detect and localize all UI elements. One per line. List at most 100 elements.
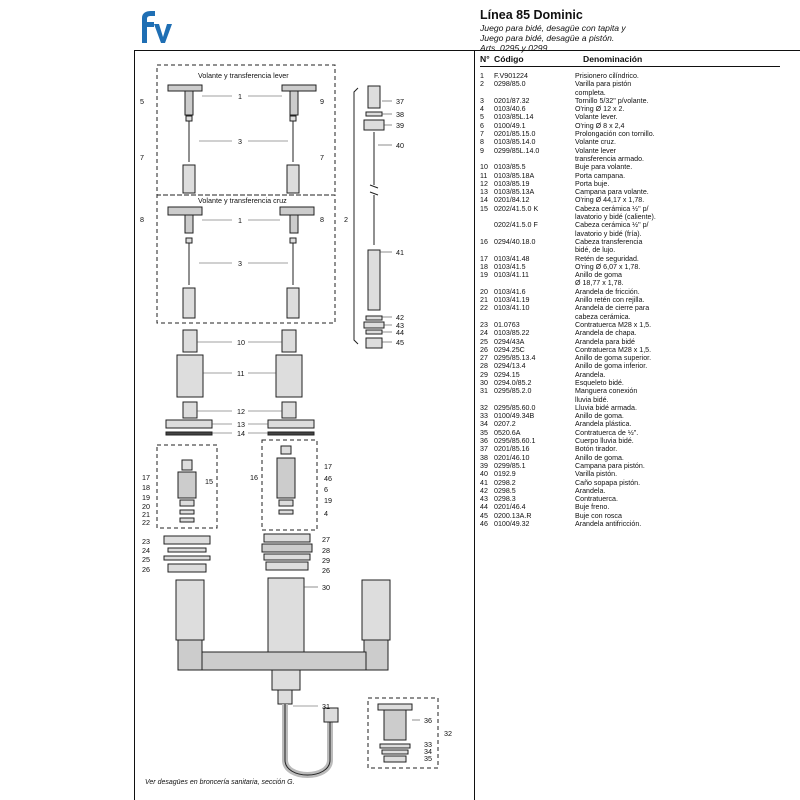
part-number: 8 (480, 138, 484, 147)
part-number: 38 (480, 453, 488, 462)
callout-13: 13 (237, 420, 245, 429)
cross-handle-left (167, 206, 203, 234)
part-code: 0103/85.22 (494, 329, 530, 338)
part-description: lavatorio y bidé (fría). (575, 229, 642, 238)
bushing-pair (182, 329, 297, 353)
part-number: 6 (480, 121, 484, 130)
part-code: 0295/85.13.4 (494, 354, 536, 363)
part-code: 0295/85.60.1 (494, 437, 536, 446)
callout-26: 26 (322, 566, 330, 575)
callout-10: 10 (237, 338, 245, 347)
part-code: 0207.2 (494, 420, 516, 429)
part-number: 34 (480, 420, 488, 429)
callout-7: 7 (320, 153, 324, 162)
callout-28: 28 (322, 546, 330, 555)
callout-5: 5 (140, 97, 144, 106)
part-description: Porta buje. (575, 179, 610, 188)
part-number (480, 221, 494, 229)
part-code: 0103/40.6 (494, 105, 526, 114)
extension-screw-right-2 (286, 237, 300, 319)
piston-rod-assembly (363, 85, 385, 349)
part-number: 17 (480, 254, 488, 263)
callout-3: 3 (238, 137, 242, 146)
part-description: O'ring Ø 6,07 x 1,78. (575, 262, 641, 271)
part-code: 0299/85L.14.0 (494, 146, 540, 155)
part-description: Caño sopapa pistón. (575, 478, 641, 487)
extension-screw-left (182, 115, 196, 194)
callout-30: 30 (322, 583, 330, 592)
part-description: Contratuerca M28 x 1,5. (575, 320, 652, 329)
callout-14: 14 (237, 429, 245, 438)
part-code (494, 213, 575, 221)
part-description: Anillo de goma. (575, 412, 624, 421)
part-code: 0103/85L.14 (494, 113, 534, 122)
part-code (494, 155, 575, 163)
part-code: 01.0763 (494, 320, 520, 329)
part-code: 0201/85.16 (494, 445, 530, 454)
part-number (480, 279, 494, 287)
col-code-header: Código (494, 54, 524, 64)
part-number: 39 (480, 461, 488, 470)
parts-row: lavatorio y bidé (fría). (480, 230, 780, 238)
page-title: Línea 85 Dominic (480, 8, 583, 22)
part-number: 20 (480, 287, 488, 296)
part-description: bidé, de lujo. (575, 246, 616, 255)
lever-group-label: Volante y transferencia lever (198, 71, 289, 80)
callout-4: 4 (324, 509, 328, 518)
part-code: 0103/85.5 (494, 163, 526, 172)
part-code: 0295/85.60.0 (494, 403, 536, 412)
part-code: 0100/49.32 (494, 520, 530, 529)
extension-screw-left-2 (182, 237, 196, 319)
bell-holder-pair (176, 354, 303, 398)
part-code (494, 89, 575, 97)
callout-22: 22 (142, 518, 150, 527)
subtitle-line: Arts. 0295 y 0299 (480, 43, 548, 54)
footnote: Ver desagües en broncería sanitaria, sec… (145, 779, 295, 786)
part-code (494, 246, 575, 254)
part-code: 0103/85.13A (494, 188, 535, 197)
parts-row: cabeza cerámica. (480, 313, 780, 321)
part-description: Arandela antifricción. (575, 520, 642, 529)
col-desc-header: Denominación (583, 54, 643, 64)
part-description: O'ring Ø 44,17 x 1,78. (575, 196, 645, 205)
part-description: Cabeza transferencia (575, 237, 643, 246)
parts-row: 34 0207.2 Arandela plástica. (480, 420, 780, 428)
callout-17: 17 (324, 462, 332, 471)
part-description: Arandela plástica. (575, 420, 632, 429)
callout-1: 1 (238, 92, 242, 101)
part-code: 0294/40.18.0 (494, 237, 536, 246)
part-code: 0298.5 (494, 486, 516, 495)
callout-43: 43 (396, 321, 404, 330)
part-description: cabeza cerámica. (575, 312, 631, 321)
part-code: 0103/85.14.0 (494, 138, 536, 147)
callout-3: 3 (238, 259, 242, 268)
part-description: Esqueleto bidé. (575, 378, 624, 387)
parts-row: lluvia bidé. (480, 396, 780, 404)
part-description: Campana para volante. (575, 188, 649, 197)
part-number: 36 (480, 437, 488, 446)
callout-41: 41 (396, 248, 404, 257)
lever-handle-left (167, 84, 203, 116)
bushing-holder-pair (182, 401, 297, 419)
part-code: 0294.0/85.2 (494, 378, 532, 387)
bell-pair (165, 419, 315, 436)
part-description: Manguera conexión (575, 387, 638, 396)
extension-screw-right (286, 115, 300, 194)
leader-lines (197, 95, 420, 721)
header: Línea 85 Dominic Juego para bidé, desagü… (480, 8, 790, 54)
